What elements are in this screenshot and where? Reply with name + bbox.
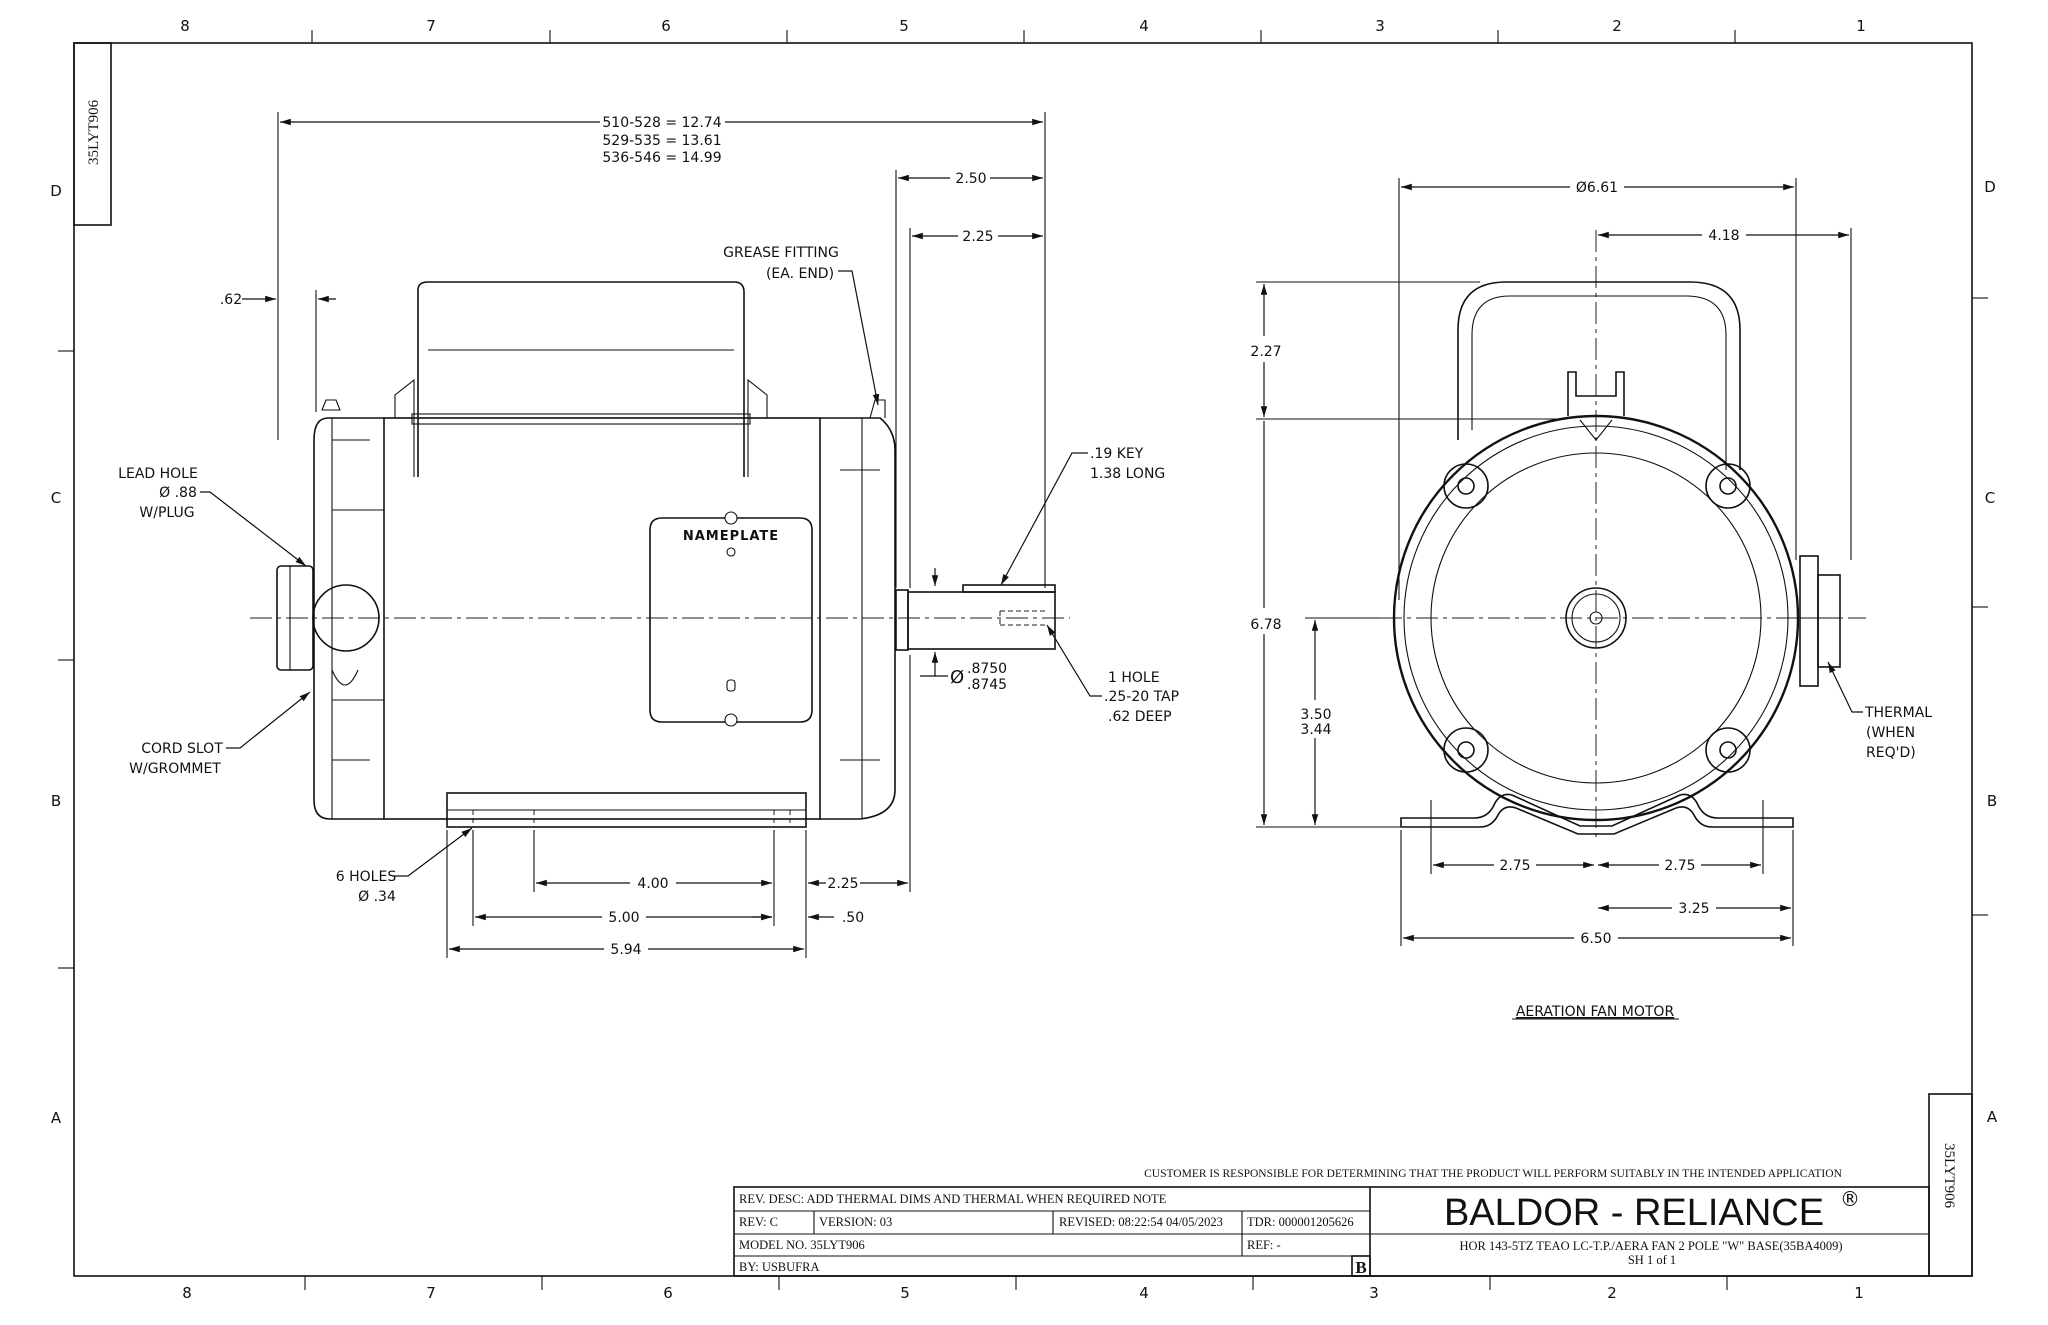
zone-col: 6	[661, 17, 671, 35]
zone-col: 4	[1139, 1284, 1149, 1302]
tap-hole-note: 1 HOLE	[1108, 670, 1160, 686]
overall-length-dim: 529-535 = 13.61	[602, 133, 721, 149]
base-width-dim: 6.50	[1580, 931, 1611, 947]
zone-col: 1	[1854, 1284, 1864, 1302]
zone-row: A	[1987, 1108, 1998, 1126]
shaft-diameter-min: .8745	[967, 677, 1007, 693]
shaft-diameter-max: .8750	[967, 661, 1007, 677]
lead-hole-note: W/PLUG	[139, 505, 194, 521]
zone-col: 2	[1612, 17, 1622, 35]
shaft-height-max: 3.50	[1300, 707, 1331, 723]
shaft-extension-dim: 2.50	[955, 171, 986, 187]
cord-slot-note: W/GROMMET	[129, 761, 221, 777]
cord-slot-note: CORD SLOT	[141, 741, 223, 757]
handle-height-dim: 2.27	[1250, 344, 1281, 360]
thermal-note: (WHEN	[1866, 725, 1915, 741]
nameplate-label: NAMEPLATE	[683, 529, 779, 544]
drawn-by: BY: USBUFRA	[739, 1260, 819, 1274]
base-length-dim: 5.94	[610, 942, 641, 958]
diameter-symbol: Ø	[950, 667, 964, 688]
zone-col: 7	[426, 17, 436, 35]
registered-mark: ®	[1840, 1187, 1860, 1211]
tap-hole-note: .62 DEEP	[1108, 709, 1172, 725]
drawing-number-bottom: 35LYT906	[1941, 1143, 1957, 1209]
zone-row: C	[1985, 489, 1995, 507]
bolt-bosses	[1443, 463, 1751, 773]
grease-fitting-note: (EA. END)	[766, 266, 834, 282]
zone-col: 3	[1375, 17, 1385, 35]
base-hole-dim: 4.00	[637, 876, 668, 892]
model-number: MODEL NO. 35LYT906	[739, 1238, 865, 1252]
mount-holes-note: 6 HOLES	[336, 869, 397, 885]
zone-row: C	[51, 489, 61, 507]
housing-diameter-dim: Ø6.61	[1576, 180, 1618, 196]
overall-length-dim: 510-528 = 12.74	[602, 115, 721, 131]
tap-hole-note: .25-20 TAP	[1104, 689, 1179, 705]
base-hole-dim: 5.00	[608, 910, 639, 926]
zone-row: D	[1984, 178, 1996, 196]
tdr-number: TDR: 000001205626	[1247, 1215, 1354, 1229]
zone-row: D	[50, 182, 62, 200]
sheet-number: SH 1 of 1	[1628, 1253, 1676, 1267]
version: VERSION: 03	[819, 1215, 892, 1229]
foot-right-dim: 2.75	[1664, 858, 1695, 874]
zone-col: 7	[426, 1284, 436, 1302]
motor-end-view	[1380, 230, 1866, 840]
thermal-note: REQ'D)	[1866, 745, 1916, 761]
zone-col: 3	[1369, 1284, 1379, 1302]
key-note: .19 KEY	[1090, 446, 1144, 462]
base-to-shoulder-dim: 2.25	[827, 876, 858, 892]
foot-left-dim: 2.75	[1499, 858, 1530, 874]
shaft-extension-dim: 2.25	[962, 229, 993, 245]
zone-col: 8	[182, 1284, 192, 1302]
zone-row: B	[51, 792, 61, 810]
thermal-note: THERMAL	[1864, 705, 1932, 721]
conduit-offset-dim: 4.18	[1708, 228, 1739, 244]
side-view-dimensions: 510-528 = 12.74 529-535 = 13.61 536-546 …	[118, 112, 1179, 958]
zone-col: 5	[899, 17, 909, 35]
rev-description: REV. DESC: ADD THERMAL DIMS AND THERMAL …	[739, 1192, 1167, 1206]
mount-holes-note: Ø .34	[358, 889, 396, 905]
revision: REV: C	[739, 1215, 778, 1229]
end-offset-dim: .62	[220, 292, 242, 308]
sheet-size: B	[1355, 1258, 1366, 1277]
zone-row: A	[51, 1109, 62, 1127]
reference: REF: -	[1247, 1238, 1281, 1252]
disclaimer: CUSTOMER IS RESPONSIBLE FOR DETERMINING …	[1144, 1168, 1842, 1180]
view-title: AERATION FAN MOTOR	[1516, 1004, 1675, 1020]
lead-hole-note: LEAD HOLE	[118, 466, 198, 482]
half-base-dim: 3.25	[1678, 901, 1709, 917]
product-description: HOR 143-5TZ TEAO LC-T.P./AERA FAN 2 POLE…	[1459, 1239, 1842, 1253]
key-note: 1.38 LONG	[1090, 466, 1165, 482]
zone-col: 1	[1856, 17, 1866, 35]
company-logo: BALDOR - RELIANCE	[1444, 1192, 1824, 1234]
title-block: CUSTOMER IS RESPONSIBLE FOR DETERMINING …	[733, 1168, 1930, 1277]
zone-col: 2	[1607, 1284, 1617, 1302]
grease-fitting-note: GREASE FITTING	[723, 245, 839, 261]
revised-date: REVISED: 08:22:54 04/05/2023	[1059, 1215, 1223, 1229]
zone-col: 5	[900, 1284, 910, 1302]
zone-col: 8	[180, 17, 190, 35]
lead-hole-note: Ø .88	[159, 485, 197, 501]
zone-row: B	[1987, 792, 1997, 810]
drawing-number-top: 35LYT906	[86, 99, 102, 165]
drawing-frame	[58, 30, 1988, 1290]
base-offset-dim: .50	[842, 910, 864, 926]
motor-side-view: NAMEPLATE	[250, 281, 1070, 828]
total-height-dim: 6.78	[1250, 617, 1281, 633]
overall-length-dim: 536-546 = 14.99	[602, 150, 721, 166]
zone-col: 6	[663, 1284, 673, 1302]
zone-col: 4	[1139, 17, 1149, 35]
zone-labels: 8 7 6 5 4 3 2 1 8 7 6 5 4 3 2 1 D C B A …	[50, 17, 1998, 1302]
shaft-height-min: 3.44	[1300, 722, 1331, 738]
end-view-dimensions: Ø6.61 4.18 2.27 6.78 3.50 3.44 2.75 2.75…	[1250, 178, 1932, 1020]
